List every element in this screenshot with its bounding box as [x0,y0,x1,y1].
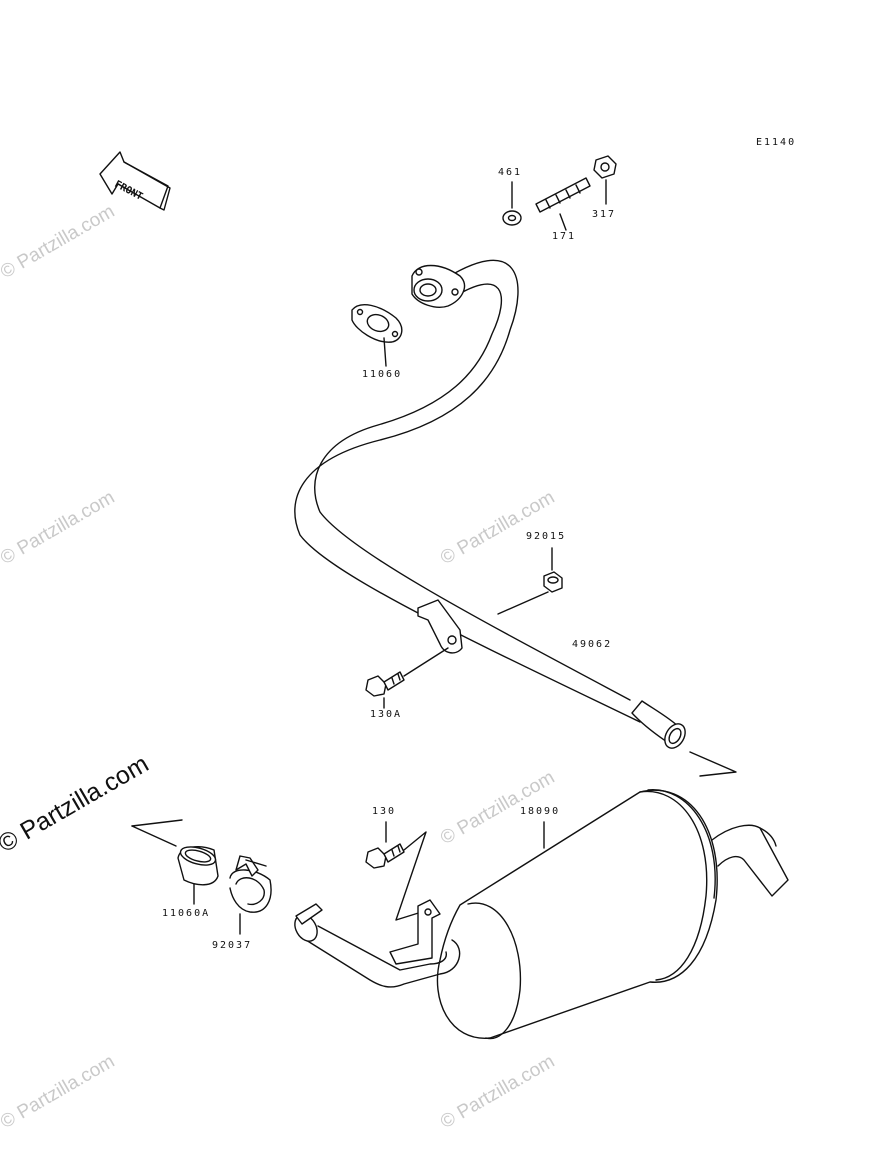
label-92015: 92015 [526,531,567,542]
label-130: 130 [372,806,397,817]
front-arrow-icon: FRONT [99,151,171,211]
exhaust-pipe [294,259,737,777]
label-171: 171 [552,231,577,242]
muffler [131,789,789,1040]
label-11060: 11060 [362,369,403,380]
sleeve-11060A [177,846,219,905]
bolt-130 [365,821,429,921]
clamp-92037 [229,855,272,935]
stud-hardware [502,155,617,231]
gasket-11060 [351,304,403,367]
label-92037: 92037 [212,940,253,951]
label-130A: 130A [370,709,403,720]
label-11060A: 11060A [162,908,211,919]
label-461: 461 [498,167,523,178]
bolt-130A [365,647,449,709]
nut-92015 [497,547,563,615]
label-49062: 49062 [572,639,613,650]
diagram-code: E1140 [756,137,797,148]
label-18090: 18090 [520,806,561,817]
label-317: 317 [592,209,617,220]
